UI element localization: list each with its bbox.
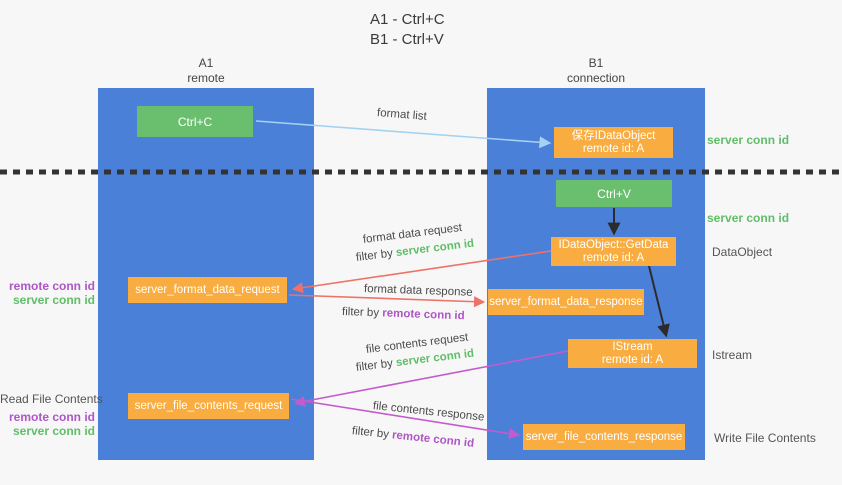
server-file-contents-response-node: server_file_contents_response — [523, 424, 685, 450]
title-line-2: B1 - Ctrl+V — [370, 31, 444, 48]
left-conn-id-group-2: remote conn id server conn id — [0, 410, 95, 438]
filter-by-prefix: filter by — [351, 425, 393, 442]
idataobject-getdata-node: IDataObject::GetData remote id: A — [551, 237, 676, 266]
server-conn-id-label-mid: server conn id — [707, 211, 790, 225]
save-dataobject-node: 保存IDataObject remote id: A — [554, 127, 673, 158]
column-header-b1: B1 connection — [487, 56, 705, 86]
write-file-contents-label: Write File Contents — [714, 431, 816, 445]
server-conn-id-label-left-1: server conn id — [12, 293, 95, 307]
save-dataobject-line1: 保存IDataObject — [571, 129, 656, 142]
getdata-line1: IDataObject::GetData — [558, 238, 669, 251]
remote-conn-id-label-1: remote conn id — [8, 279, 95, 293]
column-header-a1: A1 remote — [98, 56, 314, 86]
server-file-contents-request-node: server_file_contents_request — [128, 393, 289, 419]
format-data-response-filter-label: filter by remote conn id — [342, 306, 465, 322]
server-conn-id-label-left-2: server conn id — [12, 424, 95, 438]
ctrl-v-node: Ctrl+V — [556, 180, 672, 207]
file-contents-response-arrow-label: file contents response — [372, 400, 485, 424]
istream-node: IStream remote id: A — [568, 339, 697, 368]
column-a1-role: remote — [187, 71, 225, 85]
column-a1-name: A1 — [198, 56, 214, 70]
filter-by-prefix: filter by — [341, 306, 383, 320]
server-file-contents-request-label: server_file_contents_request — [134, 399, 283, 412]
server-format-data-request-node: server_format_data_request — [128, 277, 287, 303]
istream-side-label: Istream — [712, 348, 753, 362]
column-b1-name: B1 — [588, 56, 604, 70]
save-dataobject-line2: remote id: A — [582, 142, 645, 155]
filter-by-prefix: filter by — [355, 247, 397, 264]
server-conn-id-filter: server conn id — [395, 237, 475, 260]
server-conn-id-label-top: server conn id — [707, 133, 790, 147]
server-format-data-response-node: server_format_data_response — [488, 289, 644, 315]
istream-line2: remote id: A — [601, 353, 664, 366]
format-list-arrow-label: format list — [376, 107, 428, 123]
remote-conn-id-label-2: remote conn id — [8, 410, 95, 424]
dataobject-label: DataObject — [712, 245, 773, 259]
getdata-line2: remote id: A — [582, 251, 645, 264]
remote-conn-id-filter: remote conn id — [391, 429, 475, 450]
title-line-1: A1 - Ctrl+C — [370, 11, 445, 28]
server-format-data-response-label: server_format_data_response — [489, 295, 643, 308]
server-format-data-request-label: server_format_data_request — [135, 283, 280, 296]
ctrl-c-node: Ctrl+C — [137, 106, 253, 137]
read-file-contents-label: Read File Contents — [0, 392, 103, 406]
filter-by-prefix: filter by — [355, 357, 397, 374]
diagram-title: A1 - Ctrl+C B1 - Ctrl+V — [370, 10, 445, 50]
istream-line1: IStream — [612, 340, 653, 353]
left-conn-id-group-1: remote conn id server conn id — [0, 279, 95, 307]
ctrl-v-label: Ctrl+V — [597, 186, 631, 201]
remote-conn-id-filter: remote conn id — [382, 307, 465, 323]
server-file-contents-response-label: server_file_contents_response — [525, 430, 683, 443]
format-data-response-arrow-label: format data response — [363, 283, 473, 299]
file-contents-response-filter-label: filter by remote conn id — [351, 425, 474, 450]
ctrl-c-label: Ctrl+C — [177, 114, 213, 129]
column-b1-role: connection — [566, 71, 626, 85]
